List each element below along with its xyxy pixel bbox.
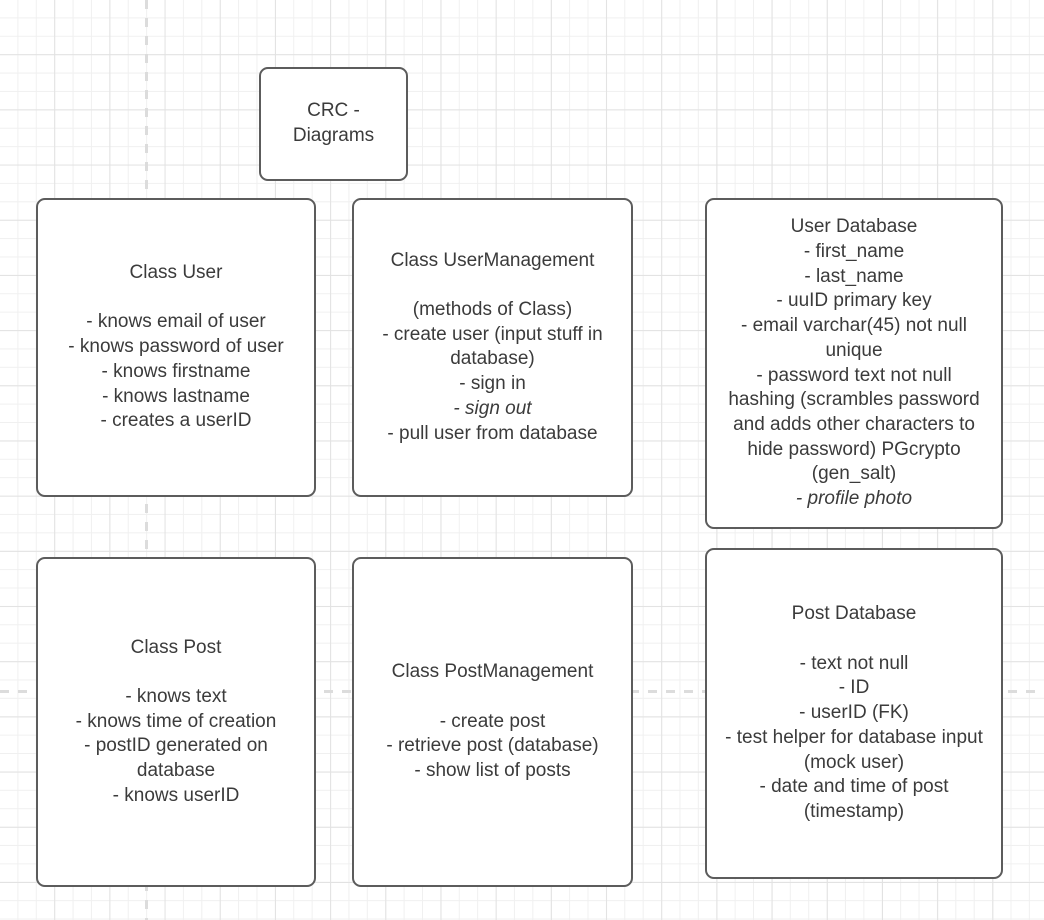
card-post-database[interactable]: Post Database - text not null - ID - use… — [705, 548, 1003, 879]
card-body-part-1: - first_name - last_name - uuID primary … — [728, 240, 980, 485]
card-title: Class PostManagement — [391, 661, 594, 683]
card-class-postmanagement[interactable]: Class PostManagement - create post - ret… — [352, 557, 633, 887]
card-body-part-2: - pull user from database — [387, 422, 598, 444]
card-class-usermanagement[interactable]: Class UserManagement (methods of Class) … — [352, 198, 633, 497]
card-body-part-1: (methods of Class) - create user (input … — [382, 299, 603, 395]
card-body: - text not null - ID - userID (FK) - tes… — [725, 652, 983, 822]
card-class-user[interactable]: Class User - knows email of user - knows… — [36, 198, 316, 497]
card-title: Class Post — [130, 636, 222, 658]
card-body: - knows text - knows time of creation - … — [75, 685, 277, 806]
card-crc-diagrams[interactable]: CRC - Diagrams — [259, 67, 408, 181]
card-body: - knows email of user - knows password o… — [68, 311, 284, 432]
card-title: User Database — [790, 216, 918, 238]
card-title: CRC - Diagrams — [292, 100, 375, 146]
card-body-italic: - sign out — [453, 397, 532, 419]
card-title: Class User — [129, 262, 223, 284]
card-body: - first_name - last_name - uuID primary … — [715, 240, 993, 512]
card-body: (methods of Class) - create user (input … — [362, 298, 623, 446]
card-title: Post Database — [791, 603, 917, 625]
card-user-database[interactable]: User Database - first_name - last_name -… — [705, 198, 1003, 529]
card-body: - create post - retrieve post (database)… — [386, 710, 599, 782]
card-body-italic: - profile photo — [795, 488, 913, 510]
card-class-post[interactable]: Class Post - knows text - knows time of … — [36, 557, 316, 887]
card-title: Class UserManagement — [390, 249, 595, 271]
